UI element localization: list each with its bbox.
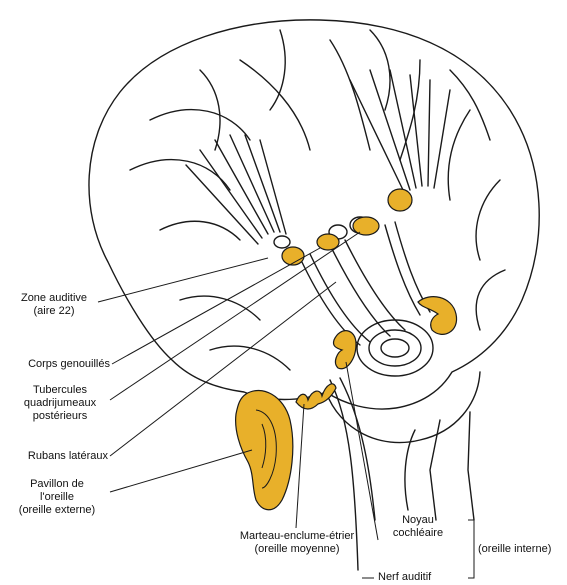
inferior-colliculus-highlight	[353, 217, 379, 235]
bracket-oreille-interne	[468, 520, 474, 578]
label-tubercules-line1: Tubercules	[12, 384, 108, 397]
cochlear-nucleus-left-highlight	[333, 331, 356, 369]
leader-pavillon	[110, 450, 252, 492]
leader-noyau	[346, 362, 378, 540]
cochlear-nucleus-right-highlight	[418, 297, 457, 335]
leader-marteau	[296, 404, 304, 528]
label-pavillon: Pavillon de l'oreille (oreille externe)	[6, 478, 108, 517]
label-marteau: Marteau-enclume-étrier (oreille moyenne)	[222, 530, 372, 556]
auditory-cortex-left-highlight	[282, 247, 304, 265]
auditory-cortex-right-highlight	[388, 189, 412, 211]
label-marteau-line2: (oreille moyenne)	[222, 543, 372, 556]
label-tubercules: Tubercules quadrijumeaux postérieurs	[12, 384, 108, 423]
brain-outline	[89, 20, 539, 409]
label-zone-auditive: Zone auditive (aire 22)	[8, 292, 100, 318]
ossicles-highlight	[296, 384, 336, 409]
label-corps-genouilles: Corps genouillés	[4, 358, 110, 371]
label-corps-genouilles-line1: Corps genouillés	[4, 358, 110, 371]
label-pavillon-line1: Pavillon de	[6, 478, 108, 491]
pinna-highlight	[236, 390, 293, 509]
label-noyau-line2: cochléaire	[376, 527, 460, 540]
label-rubans-lateraux: Rubans latéraux	[4, 450, 108, 463]
label-marteau-line1: Marteau-enclume-étrier	[222, 530, 372, 543]
geniculate-body-highlight	[317, 234, 339, 250]
label-oreille-interne: (oreille interne)	[478, 543, 551, 556]
leader-corps-genouilles	[112, 248, 320, 364]
label-noyau-line1: Noyau	[376, 514, 460, 527]
label-noyau: Noyau cochléaire	[376, 514, 460, 540]
label-pavillon-line2: l'oreille	[6, 491, 108, 504]
label-nerf-auditif-line1: Nerf auditif	[378, 571, 431, 584]
label-oreille-interne-line1: (oreille interne)	[478, 543, 551, 556]
leader-zone-auditive	[98, 258, 268, 302]
label-zone-auditive-line1: Zone auditive	[8, 292, 100, 305]
brainstem-right	[468, 412, 474, 520]
leader-tubercules	[110, 232, 360, 400]
label-nerf-auditif: Nerf auditif	[378, 571, 431, 584]
label-pavillon-line3: (oreille externe)	[6, 504, 108, 517]
label-tubercules-line3: postérieurs	[12, 410, 108, 423]
label-rubans-lateraux-line1: Rubans latéraux	[4, 450, 108, 463]
label-tubercules-line2: quadrijumeaux	[12, 397, 108, 410]
label-zone-auditive-line2: (aire 22)	[8, 305, 100, 318]
